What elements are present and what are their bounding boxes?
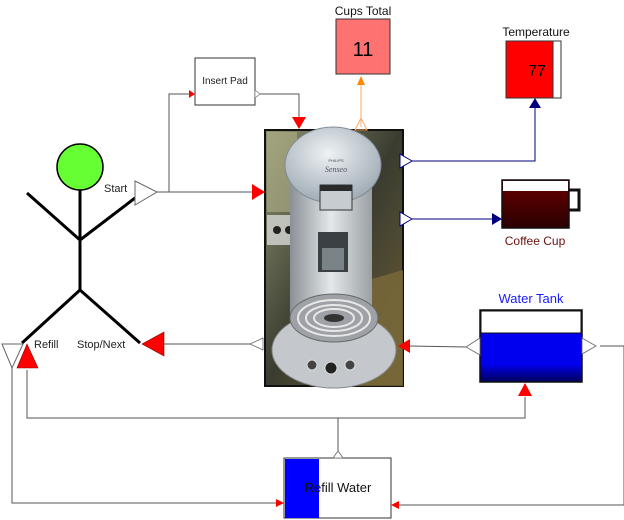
insert-pad-block[interactable]: Insert Pad xyxy=(194,57,256,106)
refill-water-label: Refill Water xyxy=(305,480,372,495)
insert-pad-label: Insert Pad xyxy=(202,76,248,87)
refill-water-input-port-right[interactable] xyxy=(391,501,399,509)
stop-next-port-label: Stop/Next xyxy=(77,339,125,351)
temperature-title: Temperature xyxy=(502,25,570,39)
coffee-cup-block xyxy=(501,179,581,229)
insert-pad-input-port[interactable] xyxy=(189,90,195,98)
water-tank-output-port-left[interactable] xyxy=(465,337,481,356)
link-tank-to-refill-water[interactable] xyxy=(398,345,624,506)
temperature-value: 77 xyxy=(528,63,546,80)
person-actor[interactable] xyxy=(20,143,141,345)
coffee-machine-block[interactable]: PHILIPS Senseo xyxy=(264,126,404,389)
link-person-refill-to-refill-water[interactable] xyxy=(11,367,278,504)
connectors xyxy=(11,93,624,506)
machine-stop-output-port[interactable] xyxy=(249,337,264,351)
start-port-label: Start xyxy=(104,183,127,195)
insert-pad-output-port[interactable] xyxy=(254,89,261,99)
water-tank-output-port-right[interactable] xyxy=(581,337,597,355)
link-start-to-insert-pad[interactable] xyxy=(168,93,190,192)
refill-port-label: Refill xyxy=(34,339,58,351)
cups-total-value: 11 xyxy=(353,39,374,61)
link-tank-to-machine[interactable] xyxy=(409,345,467,348)
machine-insert-input-port[interactable] xyxy=(292,117,306,129)
cups-total-title: Cups Total xyxy=(335,4,391,18)
link-insert-pad-to-machine[interactable] xyxy=(259,93,300,117)
link-refill-water-to-person-refill[interactable] xyxy=(26,370,526,419)
data-links xyxy=(412,106,536,220)
machine-water-input-port[interactable] xyxy=(398,339,410,353)
cups-total-display: 11 xyxy=(335,18,391,75)
machine-cup-output-port[interactable] xyxy=(399,211,413,227)
machine-model-text: Senseo xyxy=(325,165,347,174)
coffee-cup-label: Coffee Cup xyxy=(505,234,566,248)
refill-water-block[interactable]: Refill Water xyxy=(283,457,392,519)
machine-button-center xyxy=(324,361,338,375)
temperature-display: 77 xyxy=(505,40,562,99)
machine-counter-output-port[interactable] xyxy=(354,116,368,131)
machine-button-right xyxy=(344,359,356,371)
person-head xyxy=(56,143,104,191)
person-body xyxy=(20,190,141,345)
machine-start-input-port[interactable] xyxy=(252,184,265,200)
machine-brand-text: PHILIPS xyxy=(328,158,344,163)
water-tank-input-port[interactable] xyxy=(518,383,532,396)
refill-output-port[interactable] xyxy=(1,343,24,370)
machine-button-left xyxy=(306,359,318,371)
water-tank-title: Water Tank xyxy=(498,291,564,306)
coffee-cup-input-port[interactable] xyxy=(492,213,502,225)
refill-water-output-port-top[interactable] xyxy=(332,450,344,459)
refill-input-port[interactable] xyxy=(16,343,39,369)
cups-total-input-port[interactable] xyxy=(357,76,365,85)
start-output-port[interactable] xyxy=(134,180,159,206)
refill-water-input-port-left[interactable] xyxy=(276,499,284,507)
coffee-cup-handle xyxy=(569,188,581,212)
machine-temperature-output-port[interactable] xyxy=(399,153,413,169)
temperature-input-port[interactable] xyxy=(529,98,541,108)
water-tank-block[interactable] xyxy=(479,309,583,383)
stop-next-input-port[interactable] xyxy=(141,331,165,357)
link-machine-to-temperature[interactable] xyxy=(412,106,536,162)
